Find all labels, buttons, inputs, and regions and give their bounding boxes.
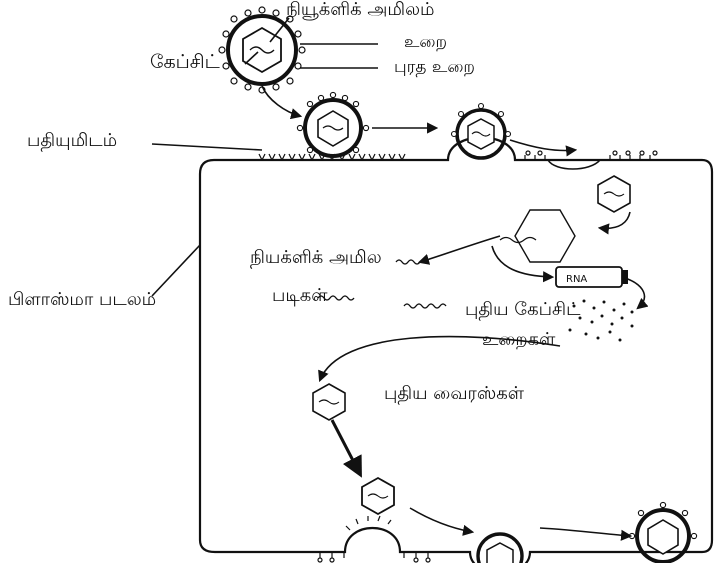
- virus-budding: [476, 532, 524, 567]
- label-nucleic-acid: நியூக்ளிக் அமிலம்: [286, 0, 435, 20]
- new-virus-capsid: [312, 383, 346, 421]
- label-nucleic-acid-strands-2: படிகள்: [272, 285, 328, 306]
- ribosome-box: RNA: [555, 266, 628, 288]
- bottom-membrane-studs: [317, 515, 431, 563]
- label-capsid: கேப்சிட்: [150, 51, 220, 73]
- label-new-capsid-coats-1: புதிய கேப்சிட்: [465, 299, 581, 320]
- capsid-inside-cell: [597, 175, 631, 213]
- virus-attaching: [296, 91, 370, 158]
- uncoated-capsid: [499, 209, 576, 263]
- virus-endocytosis: [450, 102, 512, 160]
- capsid-fragments: [568, 299, 634, 342]
- virus-released: [628, 501, 698, 564]
- ribosome-tag: RNA: [566, 274, 587, 285]
- receptor-marks: [258, 150, 658, 161]
- label-leader-lines: [151, 17, 378, 297]
- label-protein-coat: புரத உறை: [394, 57, 475, 77]
- label-nucleic-acid-strands-1: நியக்ளிக் அமில: [250, 247, 382, 268]
- plasma-membrane-outline: [198, 136, 714, 567]
- label-envelope: உறை: [404, 32, 448, 52]
- label-new-capsid-coats-2: உறைகள்: [482, 329, 556, 350]
- label-new-viruses: புதிய வைரஸ்கள்: [384, 383, 524, 404]
- process-arrows: [261, 85, 649, 541]
- label-plasma-membrane: பிளாஸ்மா படலம்: [8, 289, 157, 310]
- label-receptor-site: பதியுமிடம்: [27, 130, 118, 151]
- new-virus-capsid-2: [361, 476, 395, 516]
- membrane-invagination: [547, 159, 601, 170]
